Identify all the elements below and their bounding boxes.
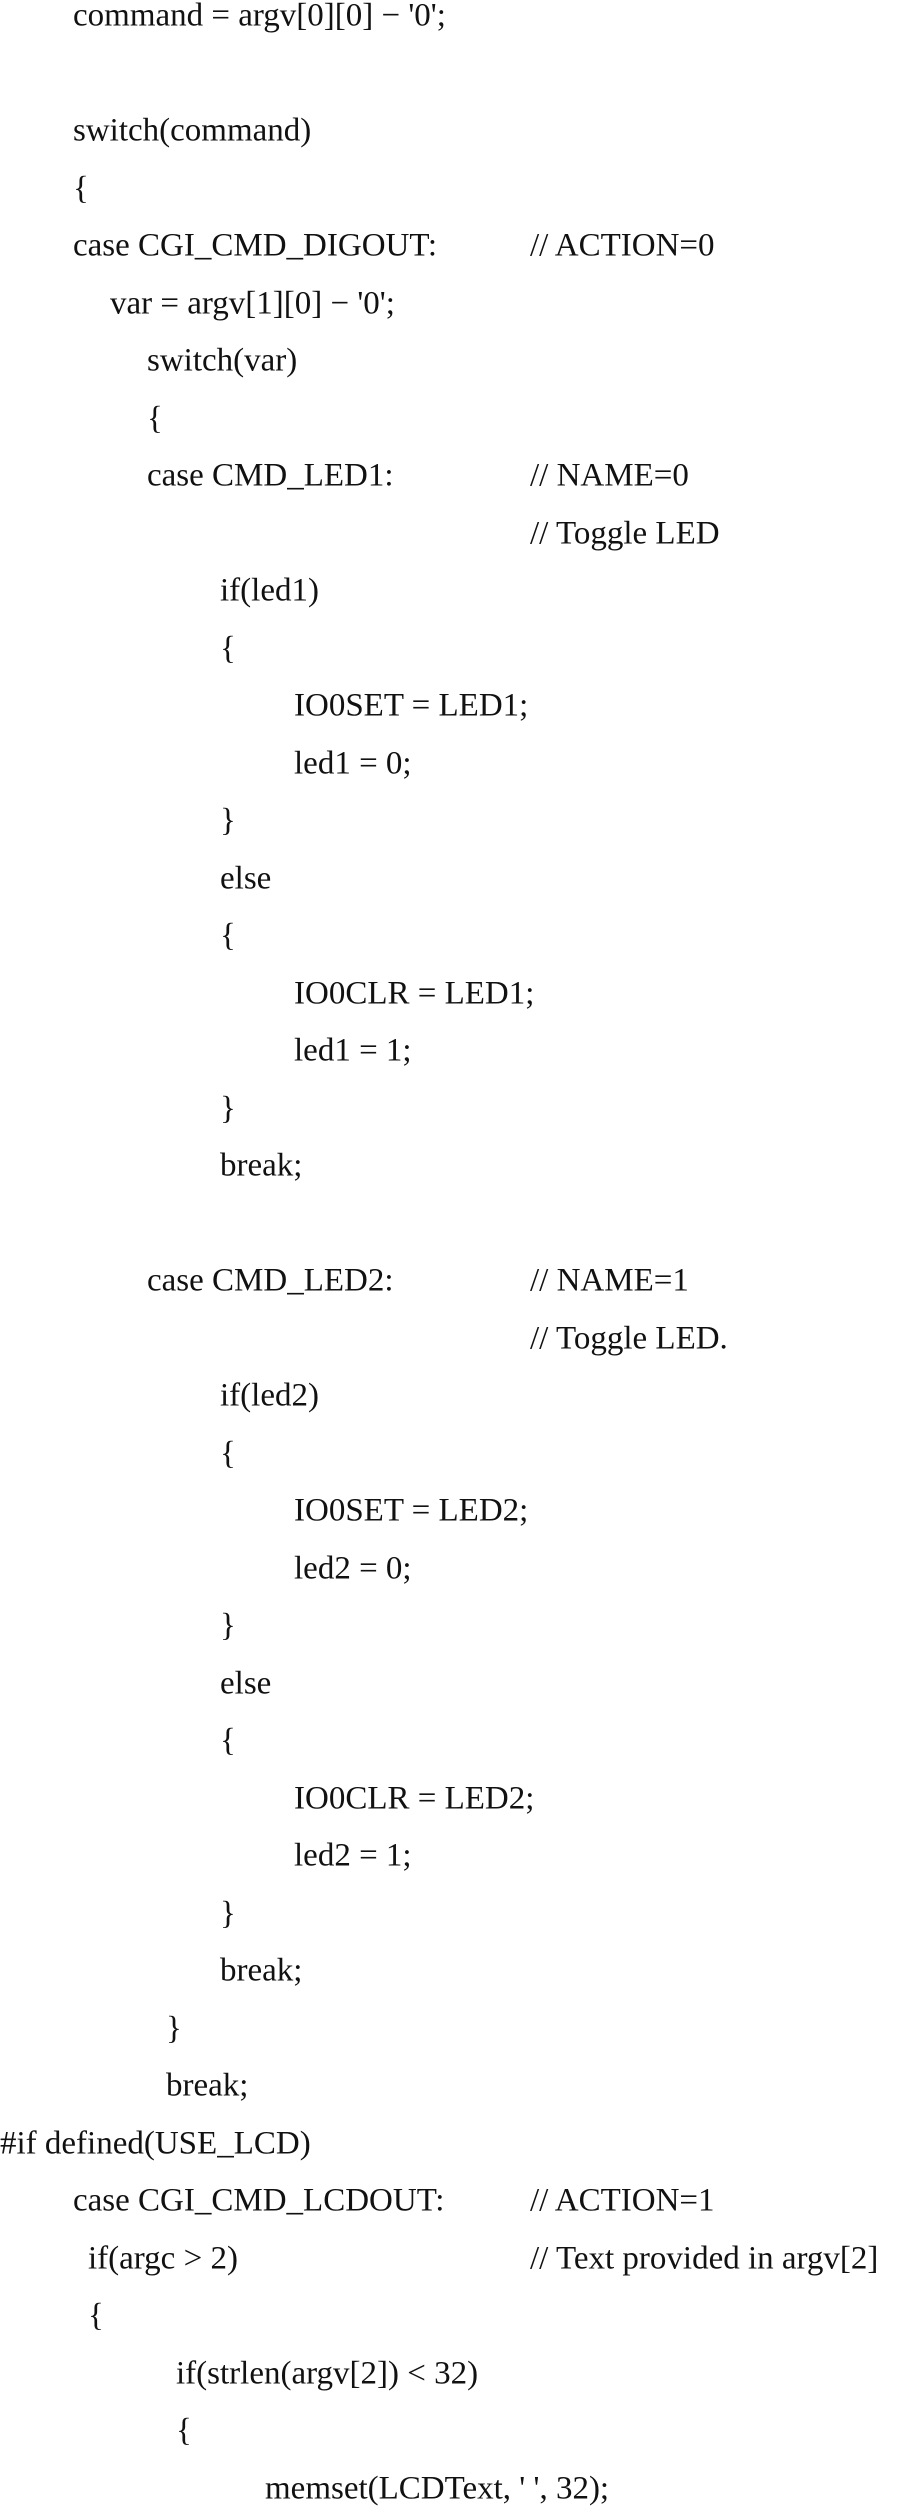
code-line: case CMD_LED1: bbox=[147, 457, 394, 494]
code-line: { bbox=[73, 170, 89, 206]
code-line: case CGI_CMD_LCDOUT: bbox=[73, 2182, 445, 2219]
code-line: if(led2) bbox=[220, 1377, 319, 1414]
code-line: else bbox=[220, 860, 272, 896]
code-line: switch(var) bbox=[147, 342, 298, 379]
code-line: break; bbox=[220, 1147, 303, 1184]
code-line: { bbox=[220, 917, 236, 954]
code-line: } bbox=[220, 802, 236, 839]
code-line: if(strlen(argv[2]) < 32) bbox=[176, 2355, 479, 2391]
code-line: { bbox=[88, 2297, 104, 2334]
code-line: IO0SET = LED1; bbox=[294, 687, 529, 724]
code-line: memset(LCDText, ' ', 32); bbox=[265, 2470, 610, 2506]
code-line: { bbox=[147, 400, 163, 436]
code-line: led1 = 1; bbox=[294, 1032, 412, 1069]
code-line: var = argv[1][0] − '0'; bbox=[110, 285, 395, 321]
code-line: else bbox=[220, 1665, 272, 1701]
code-line: { bbox=[220, 1435, 236, 1471]
code-comment: // NAME=1 bbox=[530, 1262, 689, 1299]
code-line: led1 = 0; bbox=[294, 745, 412, 781]
code-line: if(led1) bbox=[220, 572, 319, 609]
code-line: switch(command) bbox=[73, 112, 312, 149]
code-line: break; bbox=[166, 2067, 249, 2104]
code-line: IO0CLR = LED1; bbox=[294, 975, 535, 1011]
code-line: { bbox=[220, 1722, 236, 1759]
code-line: case CMD_LED2: bbox=[147, 1262, 394, 1299]
code-line: #if defined(USE_LCD) bbox=[0, 2125, 311, 2161]
code-line: } bbox=[220, 1895, 236, 1931]
code-comment: // Toggle LED bbox=[530, 515, 720, 551]
code-line: command = argv[0][0] − '0'; bbox=[73, 0, 446, 34]
code-line: if(argc > 2) bbox=[88, 2240, 238, 2276]
code-line: IO0SET = LED2; bbox=[294, 1492, 529, 1529]
code-line: } bbox=[166, 2010, 182, 2046]
code-line: IO0CLR = LED2; bbox=[294, 1780, 535, 1816]
code-line: break; bbox=[220, 1952, 303, 1989]
code-comment: // Toggle LED. bbox=[530, 1320, 728, 1356]
code-comment: // ACTION=0 bbox=[530, 227, 715, 264]
code-line: { bbox=[176, 2412, 192, 2449]
code-line: case CGI_CMD_DIGOUT: bbox=[73, 227, 438, 264]
code-line: led2 = 1; bbox=[294, 1837, 412, 1874]
code-line: { bbox=[220, 630, 236, 666]
code-comment: // Text provided in argv[2] bbox=[530, 2240, 879, 2276]
code-line: } bbox=[220, 1607, 236, 1644]
code-comment: // ACTION=1 bbox=[530, 2182, 715, 2219]
code-line: led2 = 0; bbox=[294, 1550, 412, 1586]
code-line: } bbox=[220, 1090, 236, 1126]
code-comment: // NAME=0 bbox=[530, 457, 689, 494]
